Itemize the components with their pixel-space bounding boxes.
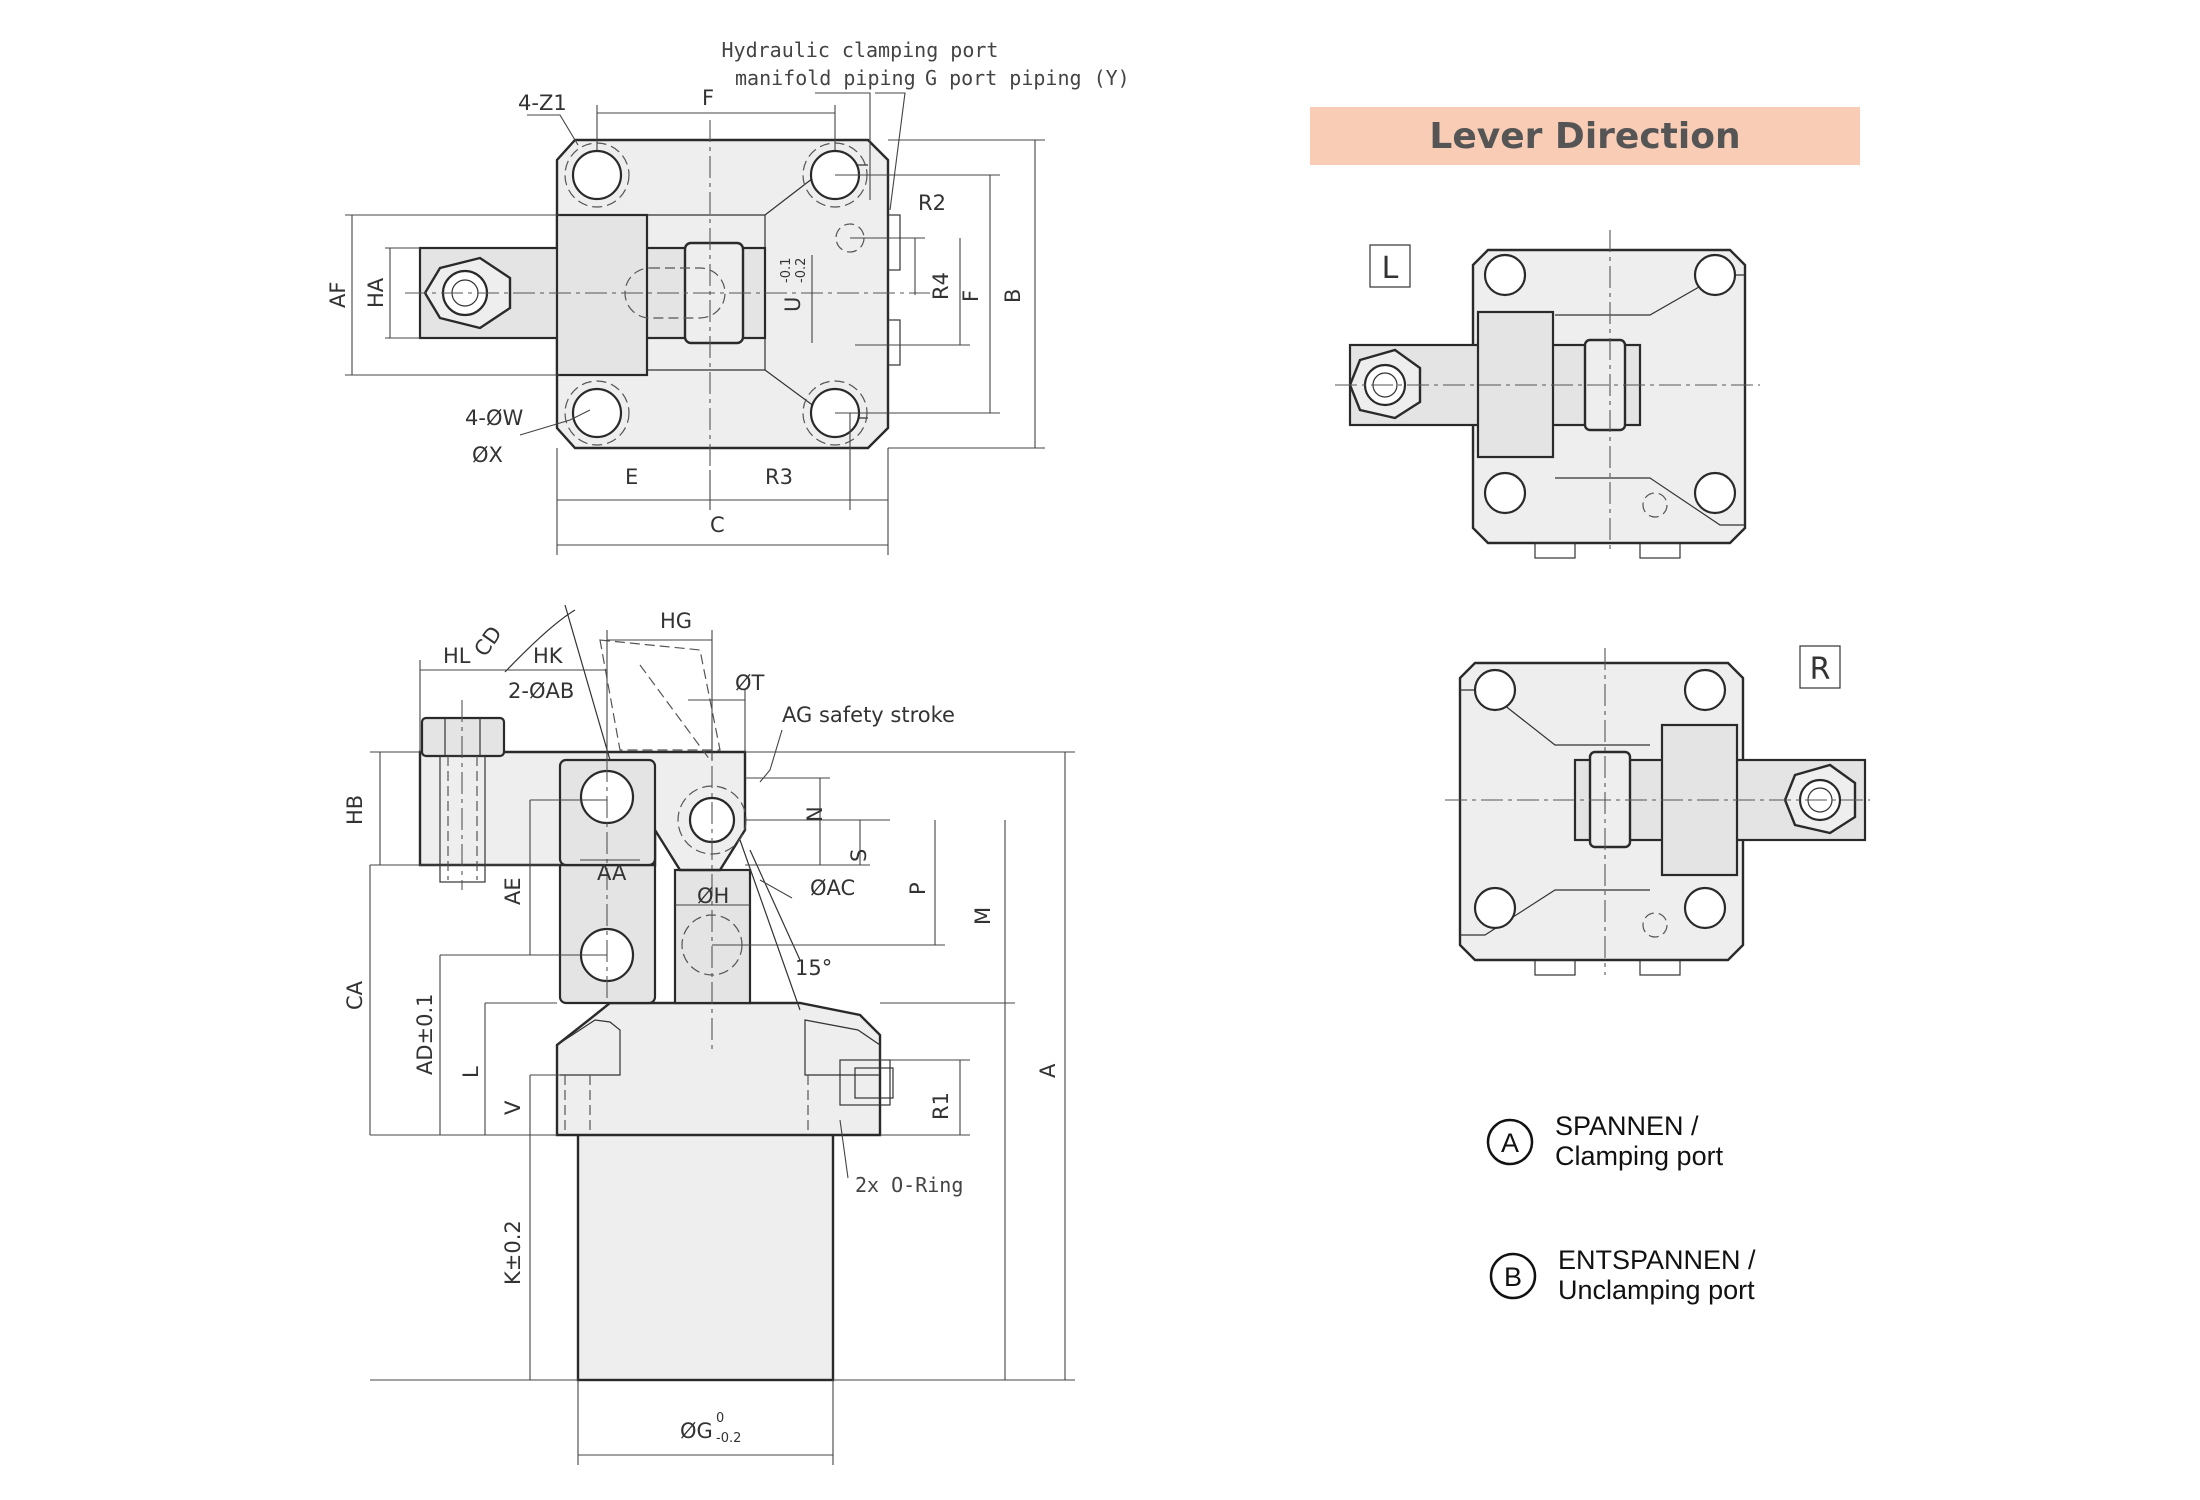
dim-n: N bbox=[803, 806, 827, 822]
legend-b-line1: ENTSPANNEN / bbox=[1558, 1245, 1756, 1275]
dim-ad: AD±0.1 bbox=[413, 993, 437, 1075]
dim-p: P bbox=[906, 882, 930, 895]
legend-unclamping: B ENTSPANNEN / Unclamping port bbox=[1489, 1245, 1756, 1305]
dim-ag: AG safety stroke bbox=[782, 703, 955, 727]
tag-l-box bbox=[1369, 244, 1411, 288]
dim-g-tol-upper: 0 bbox=[716, 1411, 724, 1426]
dim-hb: HB bbox=[343, 795, 367, 825]
dim-cd: CD bbox=[469, 622, 506, 661]
dim-h: ØH bbox=[697, 884, 729, 908]
dim-hl: HL bbox=[443, 644, 471, 668]
lever-direction-title: Lever Direction bbox=[1429, 116, 1740, 157]
dim-v: V bbox=[501, 1100, 525, 1115]
dim-t: ØT bbox=[735, 671, 765, 695]
dim-u-tol-lower: -0.2 bbox=[794, 258, 809, 283]
side-view-flange bbox=[555, 1001, 882, 1137]
dim-oring: 2x O-Ring bbox=[855, 1173, 963, 1197]
dim-a: A bbox=[1036, 1063, 1060, 1078]
lever-left-view: L bbox=[1335, 230, 1760, 559]
dim-s: S bbox=[847, 849, 871, 862]
dim-w: 4-ØW bbox=[465, 406, 523, 430]
legend-a-line2: Clamping port bbox=[1555, 1141, 1724, 1171]
dim-angle: 15° bbox=[795, 956, 832, 980]
dim-f-right: F bbox=[959, 290, 983, 302]
dim-r3: R3 bbox=[765, 465, 793, 489]
top-view: Hydraulic clamping port manifold piping … bbox=[326, 38, 1130, 555]
legend-a-line1: SPANNEN / bbox=[1555, 1111, 1699, 1141]
dim-ha: HA bbox=[364, 277, 388, 308]
dim-hg: HG bbox=[660, 609, 692, 633]
legend-a-symbol: A bbox=[1501, 1128, 1519, 1158]
dim-hk: HK bbox=[533, 644, 564, 668]
dim-ac: ØAC bbox=[810, 876, 855, 900]
dim-u: U bbox=[781, 297, 805, 312]
top-view-hole-tl bbox=[571, 149, 623, 201]
legend-b-line2: Unclamping port bbox=[1558, 1275, 1755, 1305]
dim-r1: R1 bbox=[929, 1092, 953, 1120]
dim-ae: AE bbox=[501, 877, 525, 905]
dim-g: ØG bbox=[680, 1419, 713, 1443]
dim-g-tol-lower: -0.2 bbox=[716, 1431, 741, 1446]
dim-k: K±0.2 bbox=[501, 1220, 525, 1285]
dim-ca: CA bbox=[343, 980, 367, 1010]
dim-r4: R4 bbox=[929, 272, 953, 300]
dim-e: E bbox=[625, 465, 638, 489]
dim-r2: R2 bbox=[918, 191, 946, 215]
dim-x: ØX bbox=[472, 443, 503, 467]
dim-u-tol-upper: -0.1 bbox=[779, 258, 794, 283]
tag-r: R bbox=[1810, 652, 1831, 687]
side-view-cylinder bbox=[576, 1128, 835, 1382]
dim-aa: AA bbox=[597, 861, 627, 885]
legend-clamping: A SPANNEN / Clamping port bbox=[1486, 1111, 1724, 1171]
g-port-label: G port piping (Y) bbox=[925, 66, 1130, 90]
dim-z1: 4-Z1 bbox=[518, 91, 567, 115]
lever-direction-banner bbox=[1310, 107, 1860, 165]
top-view-hole-bl bbox=[571, 387, 623, 439]
dim-f-top: F bbox=[702, 86, 714, 110]
dim-l: L bbox=[459, 1066, 483, 1078]
lever-direction: Lever Direction L R bbox=[1310, 107, 1870, 976]
lever-right-view: R bbox=[1445, 645, 1870, 976]
port-legend: A SPANNEN / Clamping port B ENTSPANNEN /… bbox=[1486, 1111, 1756, 1305]
dim-b: B bbox=[1001, 289, 1025, 303]
dim-m: M bbox=[971, 907, 995, 925]
tag-r-box bbox=[1799, 645, 1841, 689]
tag-l: L bbox=[1382, 251, 1399, 286]
manifold-piping-label: manifold piping bbox=[735, 66, 916, 90]
side-view: HL CD HK HG 2-ØAB ØT AG safety stroke HB… bbox=[343, 604, 1075, 1465]
legend-b-symbol: B bbox=[1504, 1262, 1522, 1292]
dim-c: C bbox=[710, 513, 725, 537]
hydraulic-port-label: Hydraulic clamping port bbox=[722, 38, 999, 62]
dim-af: AF bbox=[326, 282, 350, 308]
dim-ab: 2-ØAB bbox=[508, 679, 574, 703]
